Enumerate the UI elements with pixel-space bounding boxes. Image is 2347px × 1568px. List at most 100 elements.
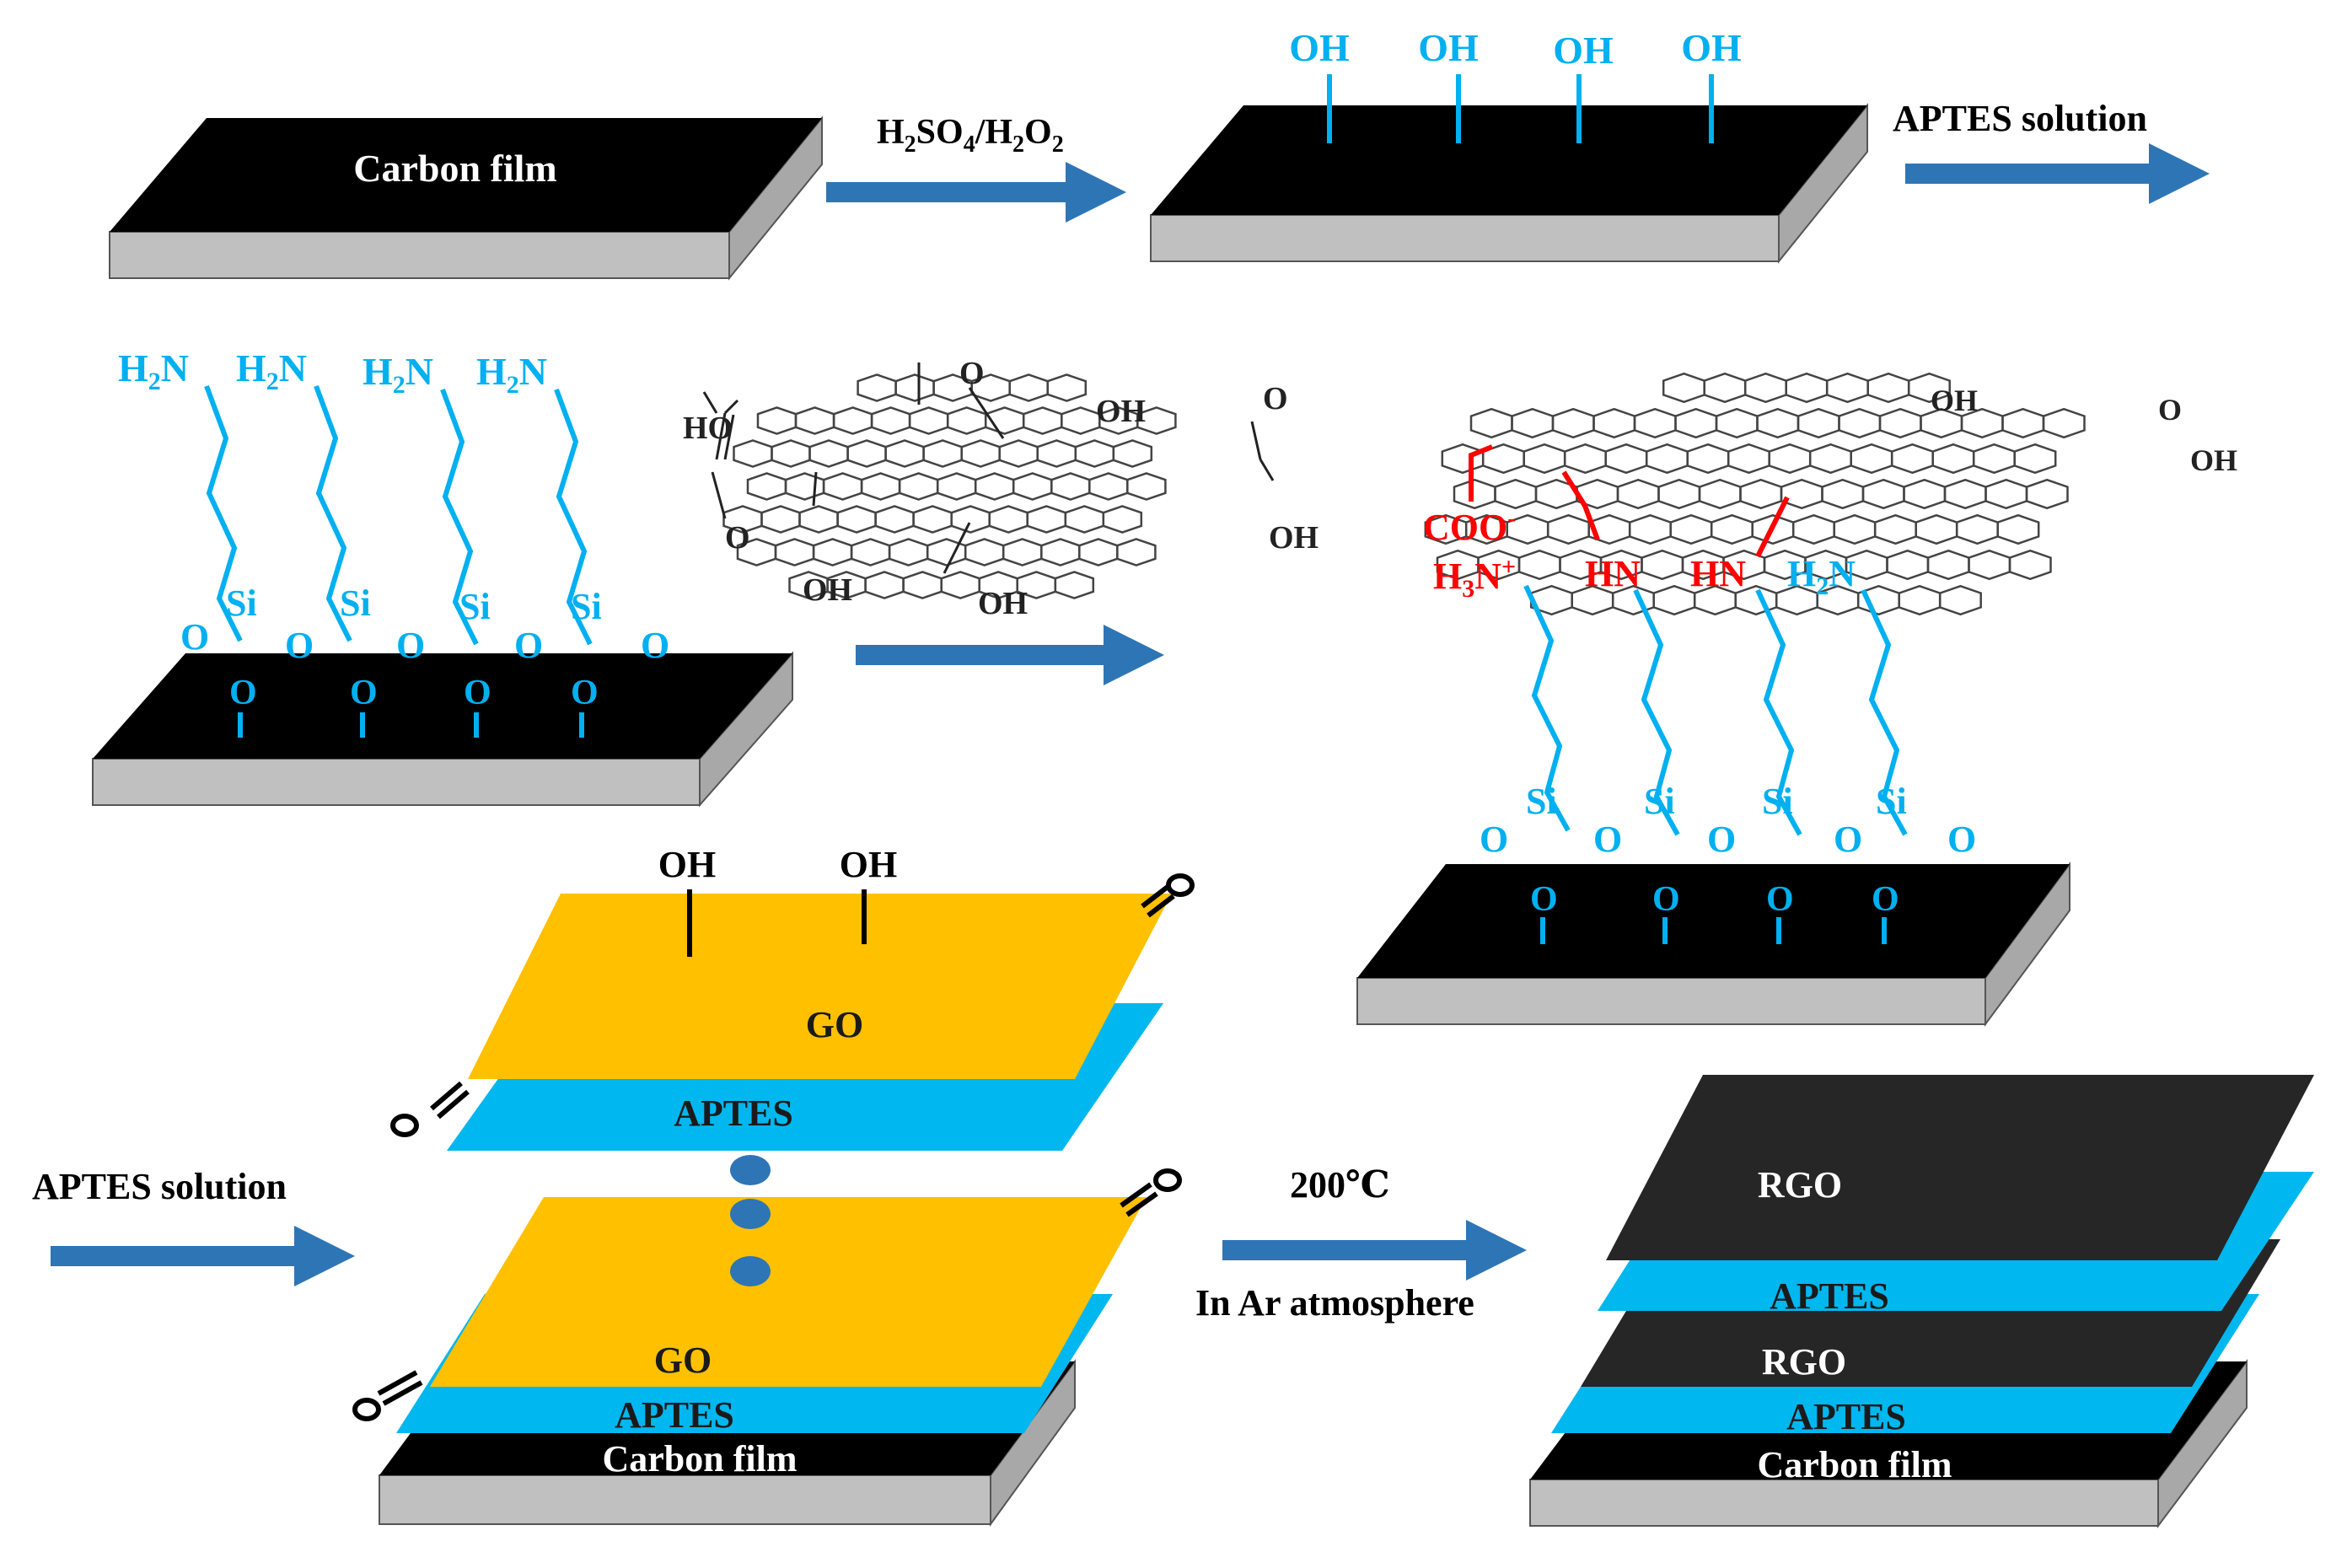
go-label-oh-bottom: OH <box>978 586 1028 621</box>
lattice-ring <box>1604 443 1648 475</box>
lattice-ring <box>1652 584 1696 616</box>
amine-label-3: H2N <box>363 350 433 399</box>
lattice-ring <box>1662 372 1705 404</box>
lattice-ring <box>1821 478 1865 510</box>
o-bridge-5: O <box>641 625 669 666</box>
lattice-ring <box>2013 443 2057 475</box>
film-top-surface <box>1151 105 1867 215</box>
o-bridge-2: O <box>285 625 314 666</box>
si-label-4: Si <box>1876 781 1907 822</box>
film-label: Carbon film <box>603 1438 798 1479</box>
lattice-ring <box>857 373 897 402</box>
lattice-ring <box>784 472 825 501</box>
lattice-ring <box>1074 439 1115 468</box>
lattice-ring <box>894 373 935 402</box>
lattice-ring <box>874 505 915 534</box>
lattice-ring <box>1739 478 1783 510</box>
lattice-ring <box>2042 407 2086 439</box>
si-label-2: Si <box>1644 781 1675 822</box>
lattice-ring <box>1861 478 1905 510</box>
o-surface-4: O <box>1872 880 1899 919</box>
go-label-bottom: GO <box>654 1340 712 1381</box>
o-bridge-4: O <box>514 625 543 666</box>
lattice-ring <box>1517 549 1561 581</box>
lattice-ring <box>1833 513 1877 545</box>
step1-carbon-film: Carbon film <box>109 115 823 281</box>
lattice-ring <box>1657 478 1701 510</box>
lattice-ring <box>1756 407 1800 439</box>
aptes-label-top: APTES <box>674 1093 793 1134</box>
lattice-ring <box>1102 505 1143 534</box>
lattice-ring <box>1710 513 1754 545</box>
arrow-1: H2SO4/H2O2 <box>826 113 1126 223</box>
arrow-4-label: APTES solution <box>32 1166 287 1207</box>
lattice-ring <box>1866 372 1910 404</box>
lattice-ring <box>936 472 977 501</box>
lattice-ring <box>1955 513 1999 545</box>
o-surface-3: O <box>464 674 491 712</box>
lattice-ring <box>850 538 891 567</box>
o-bridge-1: O <box>1480 819 1508 860</box>
lattice-ring <box>1469 407 1513 439</box>
o-surface-1: O <box>1530 880 1558 919</box>
lattice-ring <box>1878 407 1922 439</box>
lattice-ring <box>808 439 849 468</box>
lattice-ring <box>1703 372 1747 404</box>
film-front-edge <box>379 1474 991 1525</box>
aptes-label-bottom: APTES <box>615 1394 734 1436</box>
lattice-ring <box>1078 538 1119 567</box>
lattice-ring <box>1938 584 1982 616</box>
rgo-label-top: RGO <box>1758 1164 1842 1206</box>
lattice-ring <box>960 439 1001 468</box>
lattice-ring <box>1715 407 1759 439</box>
lattice-ring <box>1903 478 1947 510</box>
lattice-ring <box>1698 478 1742 510</box>
lattice-ring <box>1050 472 1091 501</box>
lattice-ring <box>1926 549 1970 581</box>
lattice-ring <box>1036 439 1077 468</box>
lattice-ring <box>1984 478 2028 510</box>
lattice-ring <box>1112 439 1153 468</box>
lattice-ring <box>798 505 839 534</box>
lattice-ring <box>950 505 991 534</box>
lattice-ring <box>1674 407 1718 439</box>
oh-label-3: OH <box>1553 29 1614 72</box>
red-bonds <box>1469 444 1790 558</box>
go-label-o-left: O <box>725 520 750 556</box>
arrow-1-label: H2SO4/H2O2 <box>877 113 1064 158</box>
si-label-3: Si <box>459 586 491 627</box>
lattice-ring <box>940 571 980 599</box>
lattice-ring <box>2001 407 2045 439</box>
h3n-label: H3N+ <box>1433 553 1516 603</box>
o-bridge-3: O <box>396 625 425 666</box>
go-lattice <box>722 373 1177 599</box>
lattice-ring <box>1838 407 1882 439</box>
si-label-4: Si <box>571 586 602 627</box>
lattice-ring <box>1943 478 1987 510</box>
lattice-ring <box>1797 407 1840 439</box>
lattice-ring <box>1931 443 1975 475</box>
go-molecule: HO O OH O OH OH OH O <box>683 356 1319 621</box>
go-label-ho: HO <box>683 411 733 446</box>
amine-label-2: H2N <box>236 346 307 395</box>
lattice-ring <box>756 406 798 435</box>
repeat-dots <box>730 1155 771 1286</box>
go-lattice-bonded <box>1424 372 2086 616</box>
lattice-ring <box>1026 505 1067 534</box>
lattice-ring <box>1968 549 2011 581</box>
arrow-5: 200℃ In Ar atmosphere <box>1195 1164 1527 1324</box>
lattice-ring <box>864 571 905 599</box>
lattice-ring <box>1002 538 1043 567</box>
o-bridge-1: O <box>180 616 209 658</box>
lattice-ring <box>1064 505 1105 534</box>
film-top-surface <box>93 653 792 759</box>
coo-label: COO- <box>1423 504 1516 548</box>
oh-groups <box>1327 74 1714 143</box>
oh-label-2: OH <box>1418 26 1479 69</box>
o-bridge-4: O <box>1834 819 1862 860</box>
aptes-label-bottom: APTES <box>1786 1396 1906 1437</box>
step5-layered-stack: Carbon film APTES GO APTES GO OH OH <box>352 844 1195 1528</box>
o-surface-2: O <box>350 674 378 712</box>
lattice-ring <box>1890 443 1934 475</box>
